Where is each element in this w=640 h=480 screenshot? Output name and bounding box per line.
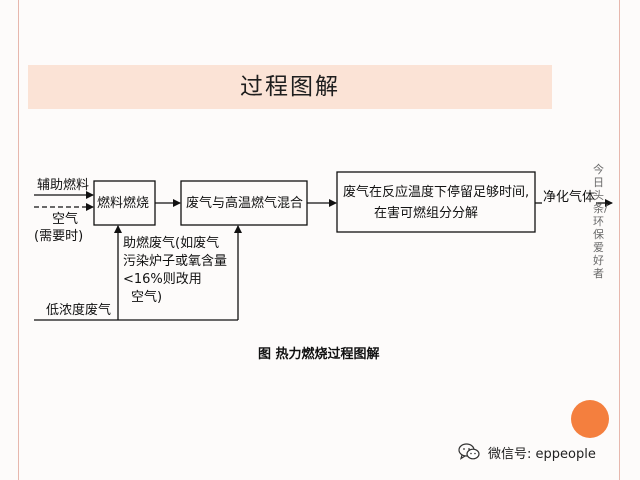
air-label: 空气 <box>52 212 79 227</box>
mixing-text: 废气与高温燃气混合 <box>186 196 304 211</box>
wechat-watermark: 微信号: eppeople <box>458 441 596 463</box>
wechat-icon <box>458 443 480 460</box>
reaction-text-line2: 在害可燃组分分解 <box>374 206 479 221</box>
accent-circle <box>571 400 609 438</box>
slide-title: 过程图解 <box>240 74 340 100</box>
aux-fuel-label: 辅助燃料 <box>37 178 90 193</box>
note-line1: 助燃废气(如废气 <box>123 236 220 251</box>
title-band: 过程图解 <box>28 65 552 109</box>
slide-border-left <box>18 0 19 480</box>
low-conc-gas-label: 低浓度废气 <box>46 303 112 318</box>
slide-border-right <box>619 0 620 480</box>
output-label: 净化气体 <box>543 190 596 205</box>
fuel-combustion-text: 燃料燃烧 <box>97 196 150 211</box>
reaction-text-line1: 废气在反应温度下停留足够时间, <box>343 185 530 200</box>
note-line2: 污染炉子或氧含量 <box>123 254 228 269</box>
air-note-label: (需要时) <box>34 229 84 244</box>
wechat-label: 微信号: eppeople <box>488 446 596 462</box>
side-watermark: 今日头条/环保爱好者 <box>593 163 608 280</box>
note-line4: 空气) <box>131 290 163 305</box>
note-line3: <16%则改用 <box>123 272 202 287</box>
figure-caption: 图 热力燃烧过程图解 <box>258 347 380 362</box>
box-reaction <box>336 171 536 233</box>
